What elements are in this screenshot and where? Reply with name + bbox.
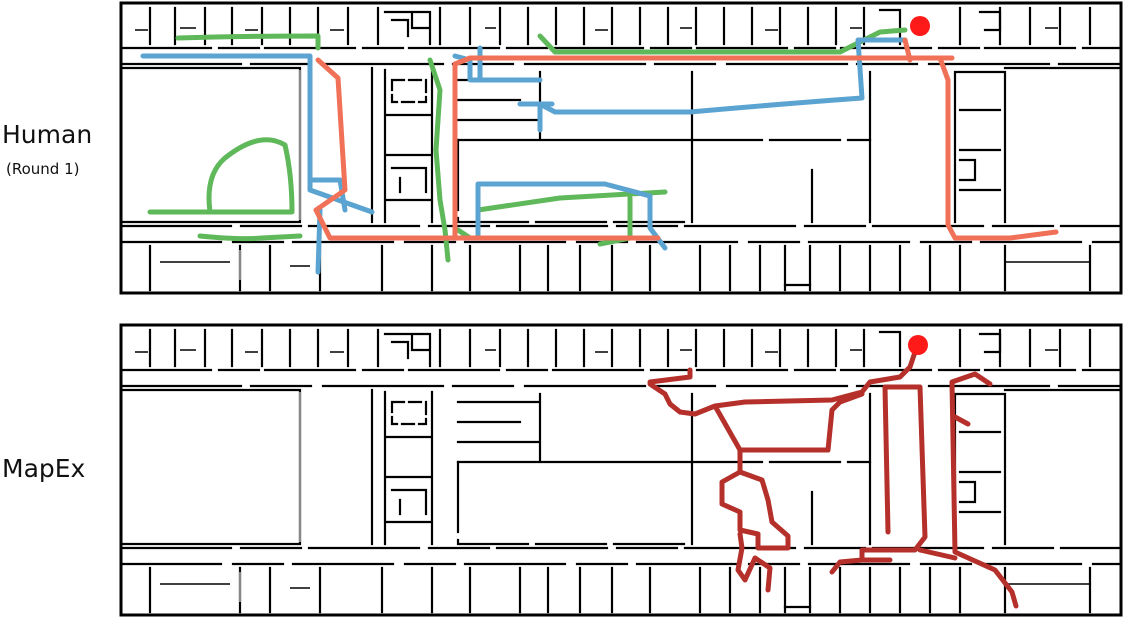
mapex-path <box>647 349 1019 609</box>
row-label-mapex: MapEx <box>2 454 86 483</box>
goal-dot-icon <box>910 16 930 36</box>
goal-dot-icon <box>908 335 928 355</box>
row-label-human-round: (Round 1) <box>6 160 80 178</box>
row-label-human: Human <box>2 120 93 149</box>
human-map-panel <box>119 1 1123 295</box>
human-path-blue <box>140 37 908 275</box>
mapex-map-panel <box>119 323 1123 617</box>
human-path-orange <box>313 37 1059 241</box>
